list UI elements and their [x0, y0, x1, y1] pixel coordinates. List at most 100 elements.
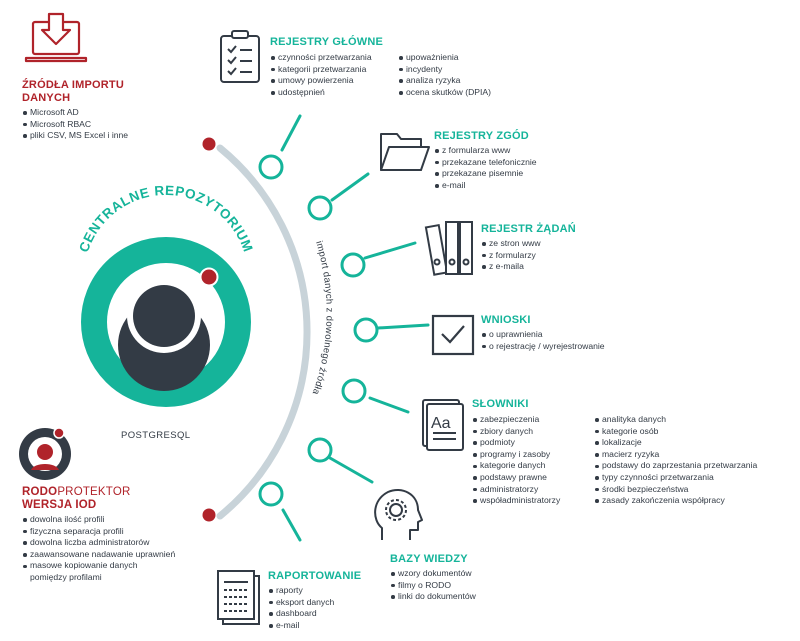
- rodoprotektor-title-line2: WERSJA IOD: [22, 499, 97, 511]
- list-item: umowy powierzenia: [270, 75, 372, 87]
- rejestry-zgod-title: REJESTRY ZGÓD: [434, 130, 529, 142]
- module-rejestr-zadan: REJESTR ŻĄDAŃ ze stron www z formularzy …: [481, 223, 576, 273]
- rejestry-glowne-list-2: upoważnienia incydenty analiza ryzyka oc…: [398, 52, 491, 98]
- laptop-download-icon: [24, 12, 88, 63]
- list-item: udostępnień: [270, 87, 372, 99]
- slowniki-list-2: analityka danych kategorie osób lokaliza…: [594, 414, 757, 507]
- import-sources-title-line1: ŹRÓDŁA IMPORTU: [22, 79, 124, 91]
- node-rejestry-glowne: [258, 154, 284, 180]
- folder-icon: [380, 133, 430, 171]
- connector-arc: [216, 144, 311, 520]
- list-item: ocena skutków (DPIA): [398, 87, 491, 99]
- list-item: zbiory danych: [472, 426, 560, 438]
- list-item: wzory dokumentów: [390, 568, 476, 580]
- list-item: o uprawnienia: [481, 329, 605, 341]
- arc-start-dot: [202, 137, 216, 151]
- list-item: raporty: [268, 585, 361, 597]
- list-item: dowolna ilość profili: [22, 514, 175, 526]
- checklist-icon: [220, 30, 260, 83]
- list-item: ze stron www: [481, 238, 576, 250]
- module-slowniki: SŁOWNIKI zabezpieczenia zbiory danych po…: [472, 398, 757, 505]
- list-item: programy i zasoby: [472, 449, 560, 461]
- rejestr-zadan-list: ze stron www z formularzy z e-maila: [481, 238, 576, 273]
- list-item: zabezpieczenia: [472, 414, 560, 426]
- list-item: dowolna liczba administratorów: [22, 537, 175, 549]
- list-item: e-mail: [434, 180, 537, 192]
- module-rejestry-zgod: REJESTRY ZGÓD z formularza www przekazan…: [434, 130, 537, 191]
- list-item: podstawy prawne: [472, 472, 560, 484]
- node-raportowanie: [258, 481, 284, 507]
- bazy-wiedzy-title: BAZY WIEDZY: [390, 553, 468, 565]
- rejestry-glowne-list-1: czynności przetwarzania kategorii przetw…: [270, 52, 372, 98]
- list-item: upoważnienia: [398, 52, 491, 64]
- head-gear-icon: [374, 489, 423, 540]
- import-sources-list: Microsoft AD Microsoft RBAC pliki CSV, M…: [22, 107, 128, 142]
- list-item: kategorie osób: [594, 426, 757, 438]
- list-item: zaawansowane nadawanie uprawnień: [22, 549, 175, 561]
- dictionary-icon: [422, 399, 464, 451]
- list-item: z formularzy: [481, 250, 576, 262]
- list-item: masowe kopiowanie danych: [22, 560, 175, 572]
- rejestr-zadan-title: REJESTR ŻĄDAŃ: [481, 223, 576, 235]
- list-item: pliki CSV, MS Excel i inne: [22, 130, 128, 142]
- wnioski-list: o uprawnienia o rejestrację / wyrejestro…: [481, 329, 605, 352]
- central-repository-graphic: [81, 237, 251, 407]
- node-rejestry-zgod: [307, 195, 333, 221]
- list-item: kategorii przetwarzania: [270, 64, 372, 76]
- list-item: współadministratorzy: [472, 495, 560, 507]
- list-item: filmy o RODO: [390, 580, 476, 592]
- list-item: typy czynności przetwarzania: [594, 472, 757, 484]
- import-sources-title-line2: DANYCH: [22, 92, 71, 104]
- binders-icon: [424, 221, 473, 276]
- rodoprotektor-title-part2: PROTEKTOR: [57, 486, 131, 498]
- slowniki-list-1: zabezpieczenia zbiory danych podmioty pr…: [472, 414, 560, 507]
- list-item: macierz ryzyka: [594, 449, 757, 461]
- user-badge-icon: [19, 427, 71, 480]
- bazy-wiedzy-list: wzory dokumentów filmy o RODO linki do d…: [390, 568, 476, 603]
- dictionary-glyph: Aa: [431, 415, 451, 432]
- list-item: o rejestrację / wyrejestrowanie: [481, 341, 605, 353]
- list-item: kategorie danych: [472, 460, 560, 472]
- list-item: analityka danych: [594, 414, 757, 426]
- list-item: dashboard: [268, 608, 361, 620]
- arc-end-dot: [202, 508, 216, 522]
- rejestry-zgod-list: z formularza www przekazane telefoniczni…: [434, 145, 537, 191]
- list-item: zasady zakończenia współpracy: [594, 495, 757, 507]
- rodoprotektor-list: dowolna ilość profili fizyczna separacja…: [22, 514, 175, 584]
- list-item: Microsoft AD: [22, 107, 128, 119]
- list-item: analiza ryzyka: [398, 75, 491, 87]
- module-wnioski: WNIOSKI o uprawnienia o rejestrację / wy…: [481, 314, 605, 352]
- wnioski-title: WNIOSKI: [481, 314, 531, 326]
- slowniki-title: SŁOWNIKI: [472, 398, 529, 410]
- connector-lines: [280, 114, 430, 542]
- list-item: podmioty: [472, 437, 560, 449]
- import-sources-block: ŹRÓDŁA IMPORTU DANYCH Microsoft AD Micro…: [22, 79, 128, 142]
- list-item: linki do dokumentów: [390, 591, 476, 603]
- list-item: środki bezpieczeństwa: [594, 484, 757, 496]
- rodoprotektor-title-part1: RODO: [22, 486, 58, 498]
- rodoprotektor-block: RODOPROTEKTOR WERSJA IOD dowolna ilość p…: [22, 486, 175, 584]
- report-icon: [217, 570, 260, 625]
- list-item: administratorzy: [472, 484, 560, 496]
- raportowanie-list: raporty eksport danych dashboard e-mail: [268, 585, 361, 631]
- list-item: przekazane pisemnie: [434, 168, 537, 180]
- raportowanie-title: RAPORTOWANIE: [268, 570, 362, 582]
- module-raportowanie: RAPORTOWANIE raporty eksport danych dash…: [268, 570, 361, 631]
- checkbox-icon: [431, 314, 475, 356]
- list-item: pomiędzy profilami: [30, 571, 102, 582]
- node-bazy-wiedzy: [307, 437, 333, 463]
- list-item: czynności przetwarzania: [270, 52, 372, 64]
- list-item: podstawy do zaprzestania przetwarzania: [594, 460, 757, 472]
- node-slowniki: [341, 378, 367, 404]
- list-item: Microsoft RBAC: [22, 119, 128, 131]
- list-item: z e-maila: [481, 261, 576, 273]
- list-item: e-mail: [268, 620, 361, 632]
- node-rejestr-zadan: [340, 252, 366, 278]
- list-item: eksport danych: [268, 597, 361, 609]
- module-bazy-wiedzy: BAZY WIEDZY wzory dokumentów filmy o ROD…: [390, 553, 476, 603]
- list-item: fizyczna separacja profili: [22, 526, 175, 538]
- list-item: incydenty: [398, 64, 491, 76]
- repository-red-dot: [199, 267, 219, 287]
- repository-subtitle: POSTGRESQL: [121, 430, 191, 441]
